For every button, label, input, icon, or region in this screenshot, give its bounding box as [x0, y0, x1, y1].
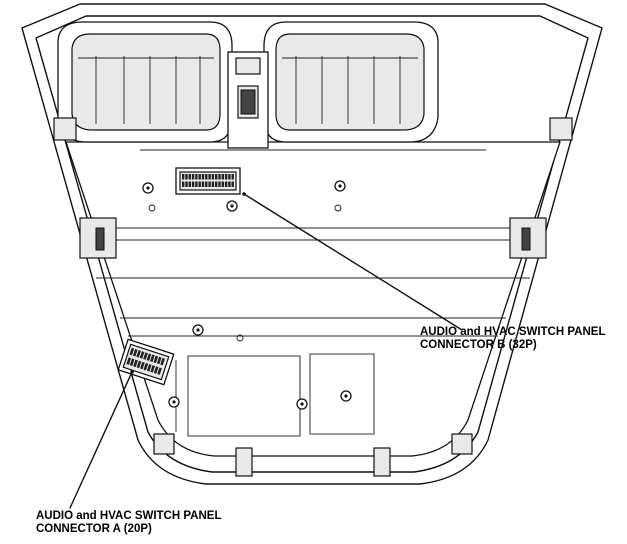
connector-b-pin: [195, 181, 198, 187]
connector-b-pins: [182, 174, 234, 187]
connector-a-pins: [126, 347, 165, 375]
connector-b-pin: [188, 181, 191, 187]
connector-b-pin: [188, 174, 191, 180]
connector-a-pin: [160, 357, 165, 366]
connector-b-pin: [218, 181, 221, 187]
connector-a-pin: [143, 352, 148, 360]
connector-b-pin: [224, 174, 228, 180]
connector-b-pin: [191, 174, 195, 180]
screws: [142, 180, 352, 410]
callout-connector-b-line2: CONNECTOR B (32P): [420, 339, 537, 351]
connector-a-pin: [143, 362, 149, 371]
connector-b-pin: [182, 174, 185, 180]
callout-connector-a-line1: AUDIO and HVAC SWITCH PANEL: [36, 510, 222, 522]
connector-b-pin: [208, 181, 211, 187]
mounting-tabs: [53, 117, 573, 477]
connector-a-pin: [150, 365, 156, 373]
connector-b-pin: [221, 174, 224, 180]
connector-b-pin: [195, 174, 198, 180]
connector-a-pin: [129, 347, 135, 356]
connector-b-pin: [228, 174, 231, 180]
connector-b-pin: [228, 181, 231, 187]
connector-b-pin: [208, 174, 211, 180]
lower-brackets: [175, 353, 375, 437]
connector-b-pin: [211, 174, 215, 180]
connector-b-pin: [201, 181, 205, 187]
connector-b-pin: [205, 181, 208, 187]
connector-a-pin: [153, 355, 159, 364]
callout-connector-b-line1: AUDIO and HVAC SWITCH PANEL: [420, 326, 606, 338]
panel-inner-face: [65, 141, 561, 457]
connector-b-pin: [215, 174, 218, 180]
callout-connector-a: AUDIO and HVAC SWITCH PANEL CONNECTOR A …: [36, 510, 222, 536]
connector-b-32p: [175, 167, 241, 195]
center-switch-housing: [227, 51, 269, 149]
connector-a-pin: [132, 348, 138, 357]
connector-b-pin: [185, 174, 188, 180]
connector-a-pin: [133, 359, 138, 368]
connector-a-pin: [157, 367, 162, 375]
connector-b-pin: [218, 174, 221, 180]
connector-b-pin: [185, 181, 188, 187]
connector-b-pin: [205, 174, 208, 180]
connector-b-pin: [191, 181, 195, 187]
right-air-vent: [263, 21, 439, 143]
connector-a-pin: [126, 357, 132, 365]
connector-a-pin: [136, 360, 142, 369]
connector-b-pin: [198, 174, 201, 180]
connector-b-pin: [198, 181, 201, 187]
connector-b-pin: [211, 181, 215, 187]
connector-a-pin: [146, 353, 152, 361]
connector-a-pin: [140, 361, 145, 370]
connector-b-pin: [182, 181, 185, 187]
connector-a-pin: [150, 354, 155, 363]
connector-b-pin: [231, 174, 234, 180]
connector-a-pin: [156, 356, 162, 365]
left-air-vent: [57, 21, 233, 143]
connector-b-pin: [215, 181, 218, 187]
connector-b-pin: [224, 181, 228, 187]
leader-lines: [69, 192, 463, 509]
connector-b-pin: [231, 181, 234, 187]
connector-a-pin: [146, 364, 152, 372]
callout-connector-a-line2: CONNECTOR A (20P): [36, 523, 152, 535]
connector-a-pin: [136, 350, 141, 358]
connector-a-pin: [153, 366, 159, 374]
callout-connector-b: AUDIO and HVAC SWITCH PANEL CONNECTOR B …: [420, 326, 606, 352]
connector-a-20p: [117, 338, 175, 386]
connector-b-pin: [201, 174, 205, 180]
connector-b-pin: [221, 181, 224, 187]
connector-a-pin: [139, 351, 145, 359]
connector-a-pin: [129, 358, 135, 366]
